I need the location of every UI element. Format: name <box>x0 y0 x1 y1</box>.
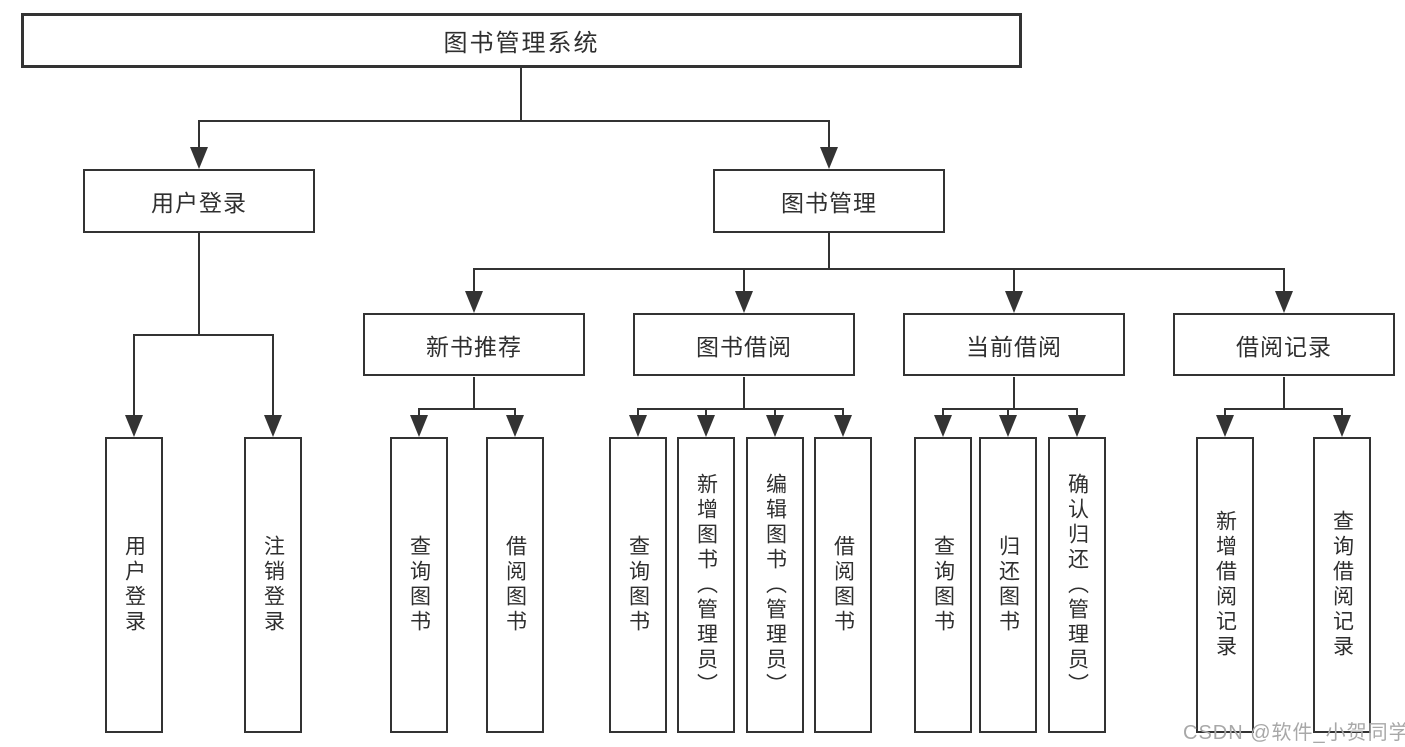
connector-vline <box>705 408 707 417</box>
connector-vline <box>198 233 200 334</box>
node-book-borrowing: 图书借阅 <box>633 313 855 376</box>
connector-vline <box>473 377 475 408</box>
connector-vline <box>1013 268 1015 293</box>
arrow-down-icon <box>766 415 784 437</box>
leaf-query-books-recommend: 查询图书 <box>390 437 448 733</box>
connector-vline <box>743 268 745 293</box>
leaf-add-borrow-record: 新增借阅记录 <box>1196 437 1254 733</box>
arrow-down-icon <box>735 291 753 313</box>
leaf-borrow-books-recommend: 借阅图书 <box>486 437 544 733</box>
connector-vline <box>842 408 844 417</box>
leaf-edit-books-admin: 编辑图书（管理员） <box>746 437 804 733</box>
connector-hline <box>473 268 1285 270</box>
arrow-down-icon <box>1068 415 1086 437</box>
connector-vline <box>1283 377 1285 408</box>
arrow-down-icon <box>820 147 838 169</box>
leaf-logout: 注销登录 <box>244 437 302 733</box>
leaf-borrow-books: 借阅图书 <box>814 437 872 733</box>
connector-vline <box>520 68 522 120</box>
arrow-down-icon <box>264 415 282 437</box>
arrow-down-icon <box>125 415 143 437</box>
connector-vline <box>743 377 745 408</box>
connector-vline <box>133 334 135 417</box>
connector-vline <box>1007 408 1009 417</box>
arrow-down-icon <box>410 415 428 437</box>
arrow-down-icon <box>1333 415 1351 437</box>
arrow-down-icon <box>1005 291 1023 313</box>
connector-vline <box>198 120 200 149</box>
connector-hline <box>637 408 844 410</box>
connector-hline <box>418 408 516 410</box>
node-user-login: 用户登录 <box>83 169 315 233</box>
arrow-down-icon <box>834 415 852 437</box>
arrow-down-icon <box>465 291 483 313</box>
connector-vline <box>418 408 420 417</box>
leaf-query-borrow-record: 查询借阅记录 <box>1313 437 1371 733</box>
connector-hline <box>1224 408 1343 410</box>
node-book-management: 图书管理 <box>713 169 945 233</box>
leaf-user-login: 用户登录 <box>105 437 163 733</box>
node-root-system: 图书管理系统 <box>21 13 1022 68</box>
arrow-down-icon <box>629 415 647 437</box>
connector-vline <box>514 408 516 417</box>
connector-vline <box>1013 377 1015 408</box>
connector-vline <box>774 408 776 417</box>
node-current-borrowing: 当前借阅 <box>903 313 1125 376</box>
connector-hline <box>198 120 830 122</box>
leaf-return-books: 归还图书 <box>979 437 1037 733</box>
connector-vline <box>1283 268 1285 293</box>
arrow-down-icon <box>934 415 952 437</box>
connector-vline <box>1076 408 1078 417</box>
node-new-book-recommendation: 新书推荐 <box>363 313 585 376</box>
connector-vline <box>942 408 944 417</box>
connector-vline <box>828 120 830 149</box>
watermark: CSDN @软件_小贺同学 <box>1183 722 1405 744</box>
arrow-down-icon <box>506 415 524 437</box>
connector-vline <box>272 334 274 417</box>
arrow-down-icon <box>1275 291 1293 313</box>
connector-vline <box>1341 408 1343 417</box>
connector-vline <box>1224 408 1226 417</box>
connector-hline <box>942 408 1078 410</box>
arrow-down-icon <box>697 415 715 437</box>
connector-vline <box>473 268 475 293</box>
connector-hline <box>133 334 274 336</box>
leaf-confirm-return-admin: 确认归还（管理员） <box>1048 437 1106 733</box>
leaf-query-books-current: 查询图书 <box>914 437 972 733</box>
connector-vline <box>637 408 639 417</box>
arrow-down-icon <box>190 147 208 169</box>
node-borrowing-records: 借阅记录 <box>1173 313 1395 376</box>
arrow-down-icon <box>999 415 1017 437</box>
leaf-query-books-borrowing: 查询图书 <box>609 437 667 733</box>
connector-vline <box>828 233 830 268</box>
arrow-down-icon <box>1216 415 1234 437</box>
leaf-add-books-admin: 新增图书（管理员） <box>677 437 735 733</box>
